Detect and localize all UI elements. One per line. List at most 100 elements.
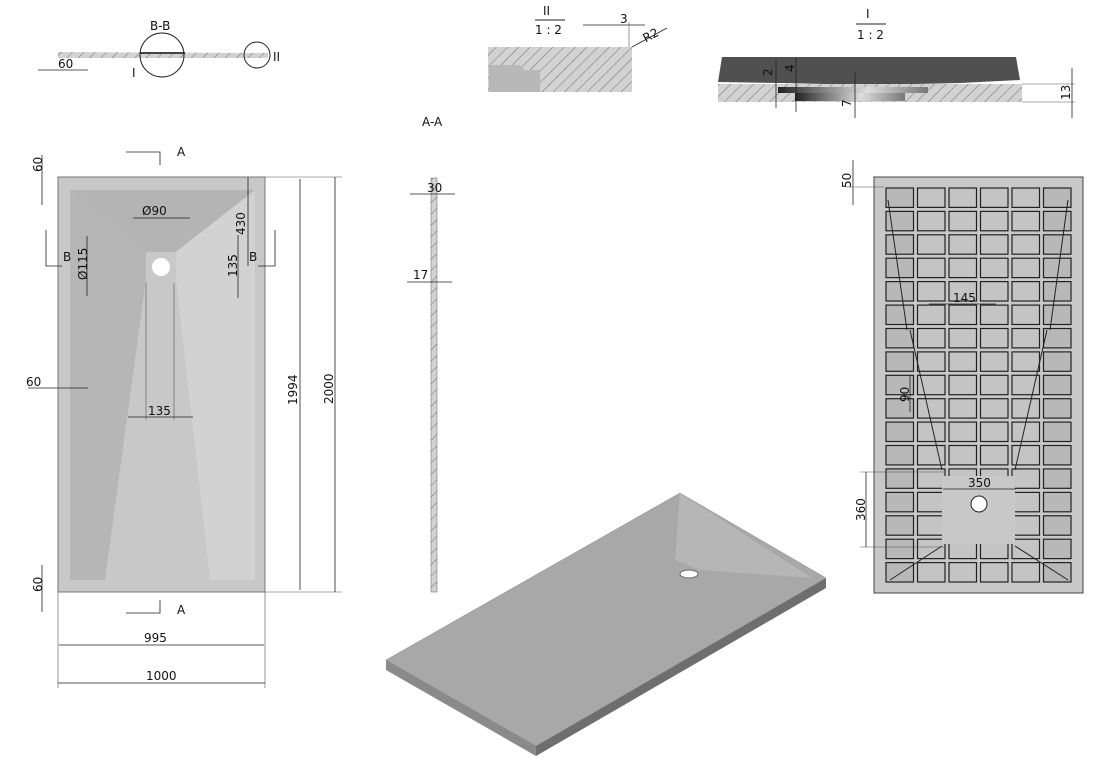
rib-cell bbox=[1042, 327, 1072, 349]
dim-30: 30 bbox=[427, 181, 442, 195]
rib-cell bbox=[916, 210, 946, 232]
rib-cell bbox=[885, 491, 915, 513]
rib-cell bbox=[916, 398, 946, 419]
rib-cell bbox=[916, 257, 946, 279]
rib-cell bbox=[1011, 351, 1041, 372]
rib-cell bbox=[1011, 257, 1041, 279]
rib-cell bbox=[885, 327, 915, 349]
rib-cell bbox=[979, 374, 1009, 396]
rib-cell bbox=[979, 351, 1009, 372]
slope-edge bbox=[1014, 329, 1048, 471]
slope-edge bbox=[887, 199, 908, 331]
dim-135-bottom: 135 bbox=[148, 404, 171, 418]
slope-edge bbox=[1049, 199, 1069, 331]
rib-cell bbox=[1011, 210, 1041, 232]
rib-cell bbox=[1042, 304, 1072, 326]
drain-hole[interactable] bbox=[152, 258, 170, 276]
detail-i-circle[interactable] bbox=[139, 32, 185, 78]
section-b-arrow-left bbox=[45, 230, 62, 267]
rib-cell bbox=[916, 187, 946, 208]
rib-cell bbox=[1042, 468, 1072, 489]
rib-cell bbox=[1011, 398, 1041, 419]
rib-cell bbox=[979, 187, 1009, 208]
rib-cell bbox=[885, 561, 915, 583]
rib-cell bbox=[1011, 444, 1041, 466]
rib-cell bbox=[885, 515, 915, 536]
dim-60-bb: 60 bbox=[58, 57, 73, 71]
rib-cell bbox=[1042, 351, 1072, 372]
drain-flange bbox=[778, 87, 928, 93]
dim-top-60: 60 bbox=[31, 157, 45, 172]
rib-cell bbox=[885, 374, 915, 396]
rib-cell bbox=[885, 421, 915, 443]
dim-430: 430 bbox=[234, 212, 248, 235]
rib-cell bbox=[1042, 421, 1072, 443]
rib-cell bbox=[979, 561, 1009, 583]
rib-cell bbox=[1042, 281, 1072, 302]
rib-cell bbox=[948, 444, 978, 466]
detail-ii-core bbox=[489, 65, 540, 92]
section-bb-label: B-B bbox=[150, 19, 170, 33]
rib-cell bbox=[948, 327, 978, 349]
detail-i-surface bbox=[718, 57, 1020, 85]
detail-ii-circle[interactable] bbox=[243, 41, 271, 69]
detail-ii-scale: 1 : 2 bbox=[535, 23, 562, 37]
rib-cell bbox=[1042, 374, 1072, 396]
drain-hole-bottom[interactable] bbox=[970, 495, 988, 513]
rib-cell bbox=[1042, 187, 1072, 208]
detail-i-view: I 1 : 2 2 4 7 13 bbox=[718, 7, 1075, 118]
slope-right bbox=[176, 190, 255, 580]
dim-bottom-60: 60 bbox=[31, 577, 45, 592]
rib-cell bbox=[885, 398, 915, 419]
dim-995: 995 bbox=[144, 631, 167, 645]
rib-cell bbox=[979, 398, 1009, 419]
detail-ii-view: II 1 : 2 3 R2 bbox=[488, 4, 668, 92]
rib-cell bbox=[885, 234, 915, 255]
rib-cell bbox=[885, 468, 915, 489]
slope-edge bbox=[889, 545, 943, 581]
rib-cell bbox=[916, 351, 946, 372]
detail-ii-label: II bbox=[543, 4, 550, 18]
rib-cell bbox=[916, 374, 946, 396]
slope-edge bbox=[909, 329, 943, 471]
rib-cell bbox=[1042, 210, 1072, 232]
section-a-bottom-label: A bbox=[177, 603, 186, 617]
dim-4: 4 bbox=[783, 64, 797, 72]
tray-slope bbox=[675, 493, 812, 578]
rib-cell bbox=[916, 281, 946, 302]
rib-cell bbox=[885, 257, 915, 279]
tray-edge-front bbox=[386, 660, 536, 756]
section-b-right-label: B bbox=[249, 250, 257, 264]
rib-cell bbox=[1042, 234, 1072, 255]
section-a-arrow-bottom bbox=[126, 600, 161, 614]
dim-r2: R2 bbox=[640, 25, 661, 45]
rib-cell bbox=[885, 210, 915, 232]
rib-cell bbox=[916, 444, 946, 466]
isometric-view bbox=[385, 492, 827, 756]
rib-cell bbox=[1042, 515, 1072, 536]
rib-cell bbox=[948, 234, 978, 255]
rib-cell bbox=[916, 327, 946, 349]
slope-top bbox=[70, 190, 255, 252]
rib-cell bbox=[979, 304, 1009, 326]
rib-cell bbox=[1011, 561, 1041, 583]
dim-360: 360 bbox=[854, 498, 868, 521]
section-a-top-label: A bbox=[177, 145, 186, 159]
section-b-arrow-right bbox=[258, 230, 276, 267]
rib-cell bbox=[948, 210, 978, 232]
section-a-arrow-top bbox=[126, 151, 161, 165]
dim-1994: 1994 bbox=[286, 374, 300, 405]
rib-cell bbox=[1011, 234, 1041, 255]
dim-350: 350 bbox=[968, 476, 991, 490]
dim-13: 13 bbox=[1059, 85, 1073, 100]
rib-cell bbox=[885, 444, 915, 466]
rib-cell bbox=[1011, 327, 1041, 349]
dim-3: 3 bbox=[620, 12, 628, 26]
rib-cell bbox=[1042, 398, 1072, 419]
rib-cell bbox=[948, 351, 978, 372]
rib-cell bbox=[1011, 491, 1041, 513]
detail-i-label: I bbox=[866, 7, 870, 21]
section-aa-view: A-A 30 17 bbox=[407, 115, 455, 593]
dim-2000: 2000 bbox=[322, 373, 336, 404]
